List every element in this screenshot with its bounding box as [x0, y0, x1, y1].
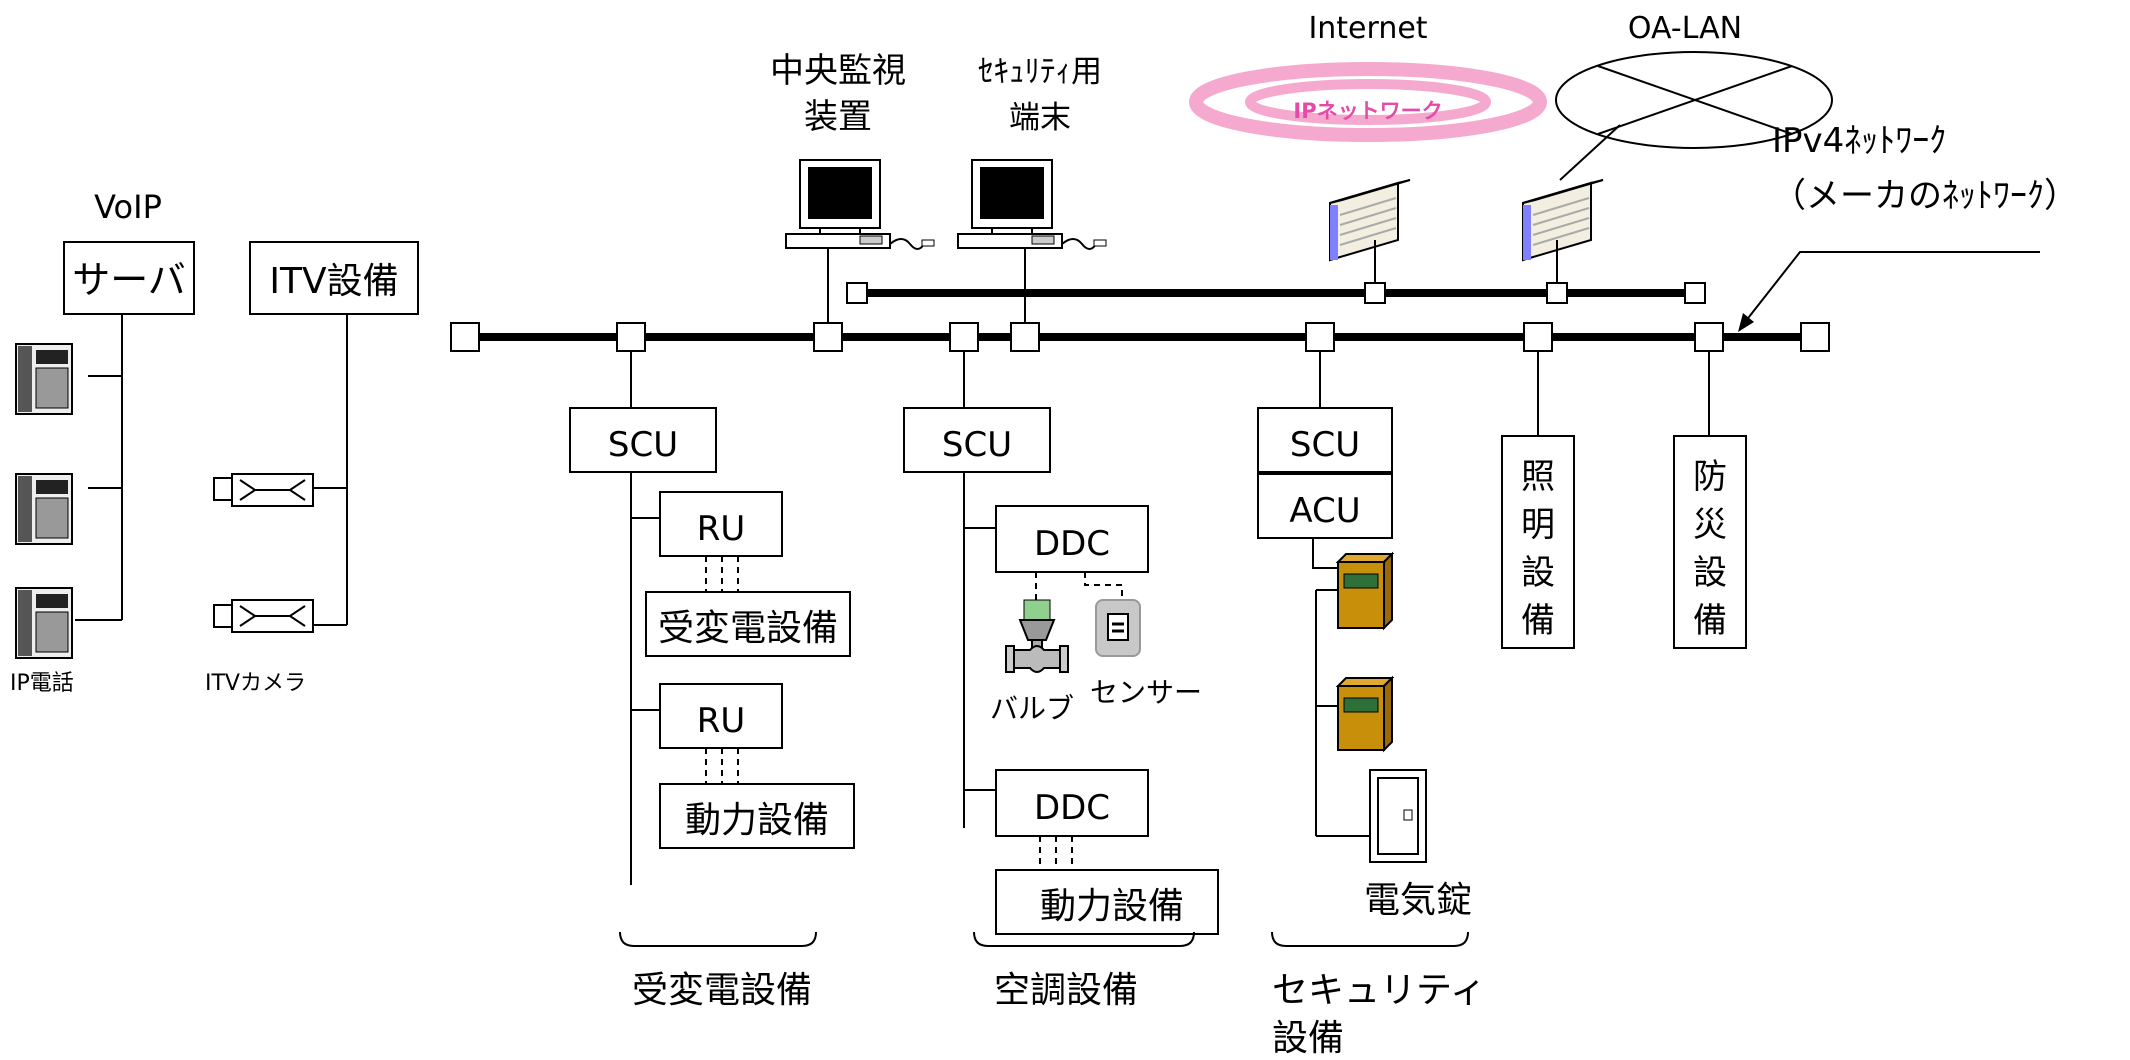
power-equipment-box	[995, 869, 1219, 935]
group-substation-label: 受変電設備	[632, 970, 812, 1011]
oa-lan-link	[1559, 124, 1621, 181]
itv-camera-icon	[213, 473, 314, 507]
card-reader-icon	[1335, 551, 1395, 631]
voip-server-box	[63, 241, 195, 315]
ru-label: RU	[697, 509, 746, 549]
itv-equipment-label: ITV設備	[269, 261, 398, 302]
power-equipment-label: 動力設備	[685, 800, 829, 841]
acu-box	[1257, 473, 1393, 539]
ddc-label: DDC	[1034, 788, 1110, 828]
router-icon	[1329, 179, 1411, 262]
power-equipment-label: 動力設備	[1040, 886, 1184, 927]
valve-icon	[1005, 599, 1069, 673]
card-reader-icon	[1335, 675, 1395, 753]
group-bracket	[619, 931, 817, 947]
group-security-label-1: セキュリティ	[1272, 970, 1486, 1011]
ru-label: RU	[697, 701, 746, 741]
scu-box	[569, 407, 717, 473]
ipv4-pointer-line	[1744, 251, 2040, 323]
ip-network-label: IPネットワーク	[1293, 99, 1442, 123]
lighting-equipment-label: 照明設備	[1521, 457, 1555, 641]
computer-icon	[957, 159, 1107, 250]
oa-lan-cross-2	[1597, 65, 1793, 135]
ipv4-network-label-1: IPv4ﾈｯﾄﾜｰｸ	[1772, 121, 1946, 161]
substation-equipment-box	[645, 591, 851, 657]
electric-lock-label: 電気錠	[1364, 880, 1472, 921]
server-label: サーバ	[72, 258, 186, 302]
internet-label: Internet	[1308, 11, 1427, 46]
itv-camera-label: ITVカメラ	[205, 671, 306, 696]
ip-phone-icon	[15, 343, 73, 415]
voip-label: VoIP	[94, 188, 162, 226]
group-bracket	[1271, 931, 1469, 947]
group-security-label-2: 設備	[1272, 1018, 1344, 1056]
arrow-head-icon	[1738, 313, 1754, 332]
ru-box	[659, 491, 783, 557]
group-hvac-label: 空調設備	[994, 970, 1138, 1011]
group-bracket	[973, 931, 1195, 947]
central-monitor-label-2: 装置	[804, 97, 872, 137]
ipv4-network-label-2: （メーカのﾈｯﾄﾜｰｸ）	[1772, 176, 2078, 216]
ddc-box	[995, 505, 1149, 573]
scu-label: SCU	[1290, 425, 1360, 465]
sensor-label: センサー	[1090, 676, 1202, 709]
substation-equipment-label: 受変電設備	[658, 608, 838, 649]
disaster-prevention-equipment-label: 防災設備	[1693, 457, 1727, 641]
scu-box	[1257, 407, 1393, 473]
ip-network-ring-outer	[1189, 62, 1547, 142]
sensor-icon	[1095, 599, 1141, 657]
ip-network-ring-inner	[1245, 79, 1491, 125]
security-terminal-label-1: ｾｷｭﾘﾃｨ用	[978, 54, 1102, 90]
ip-phone-icon	[15, 473, 73, 545]
lighting-equipment-box	[1501, 435, 1575, 649]
power-equipment-box	[659, 783, 855, 849]
ddc-box	[995, 769, 1149, 837]
central-monitor-label-1: 中央監視	[770, 51, 906, 91]
ip-phone-label: IP電話	[10, 671, 74, 696]
security-terminal-label-2: 端末	[1009, 100, 1071, 136]
ip-phone-icon	[15, 587, 73, 659]
disaster-prevention-equipment-box	[1673, 435, 1747, 649]
oa-lan-cloud: OA-LAN	[1555, 11, 1833, 181]
acu-label: ACU	[1289, 491, 1360, 531]
internet-cloud: Internet IPネットワーク	[1189, 11, 1547, 142]
scu-label: SCU	[942, 425, 1012, 465]
computer-icon	[785, 159, 935, 250]
router-icon	[1522, 179, 1604, 262]
door-icon	[1369, 769, 1427, 863]
ru-box	[659, 683, 783, 749]
itv-equipment-box	[249, 241, 419, 315]
oa-lan-label: OA-LAN	[1628, 11, 1742, 46]
scu-label: SCU	[608, 425, 678, 465]
valve-label: バルブ	[990, 692, 1074, 725]
ddc-label: DDC	[1034, 524, 1110, 564]
itv-camera-icon	[213, 599, 314, 633]
scu-box	[903, 407, 1051, 473]
